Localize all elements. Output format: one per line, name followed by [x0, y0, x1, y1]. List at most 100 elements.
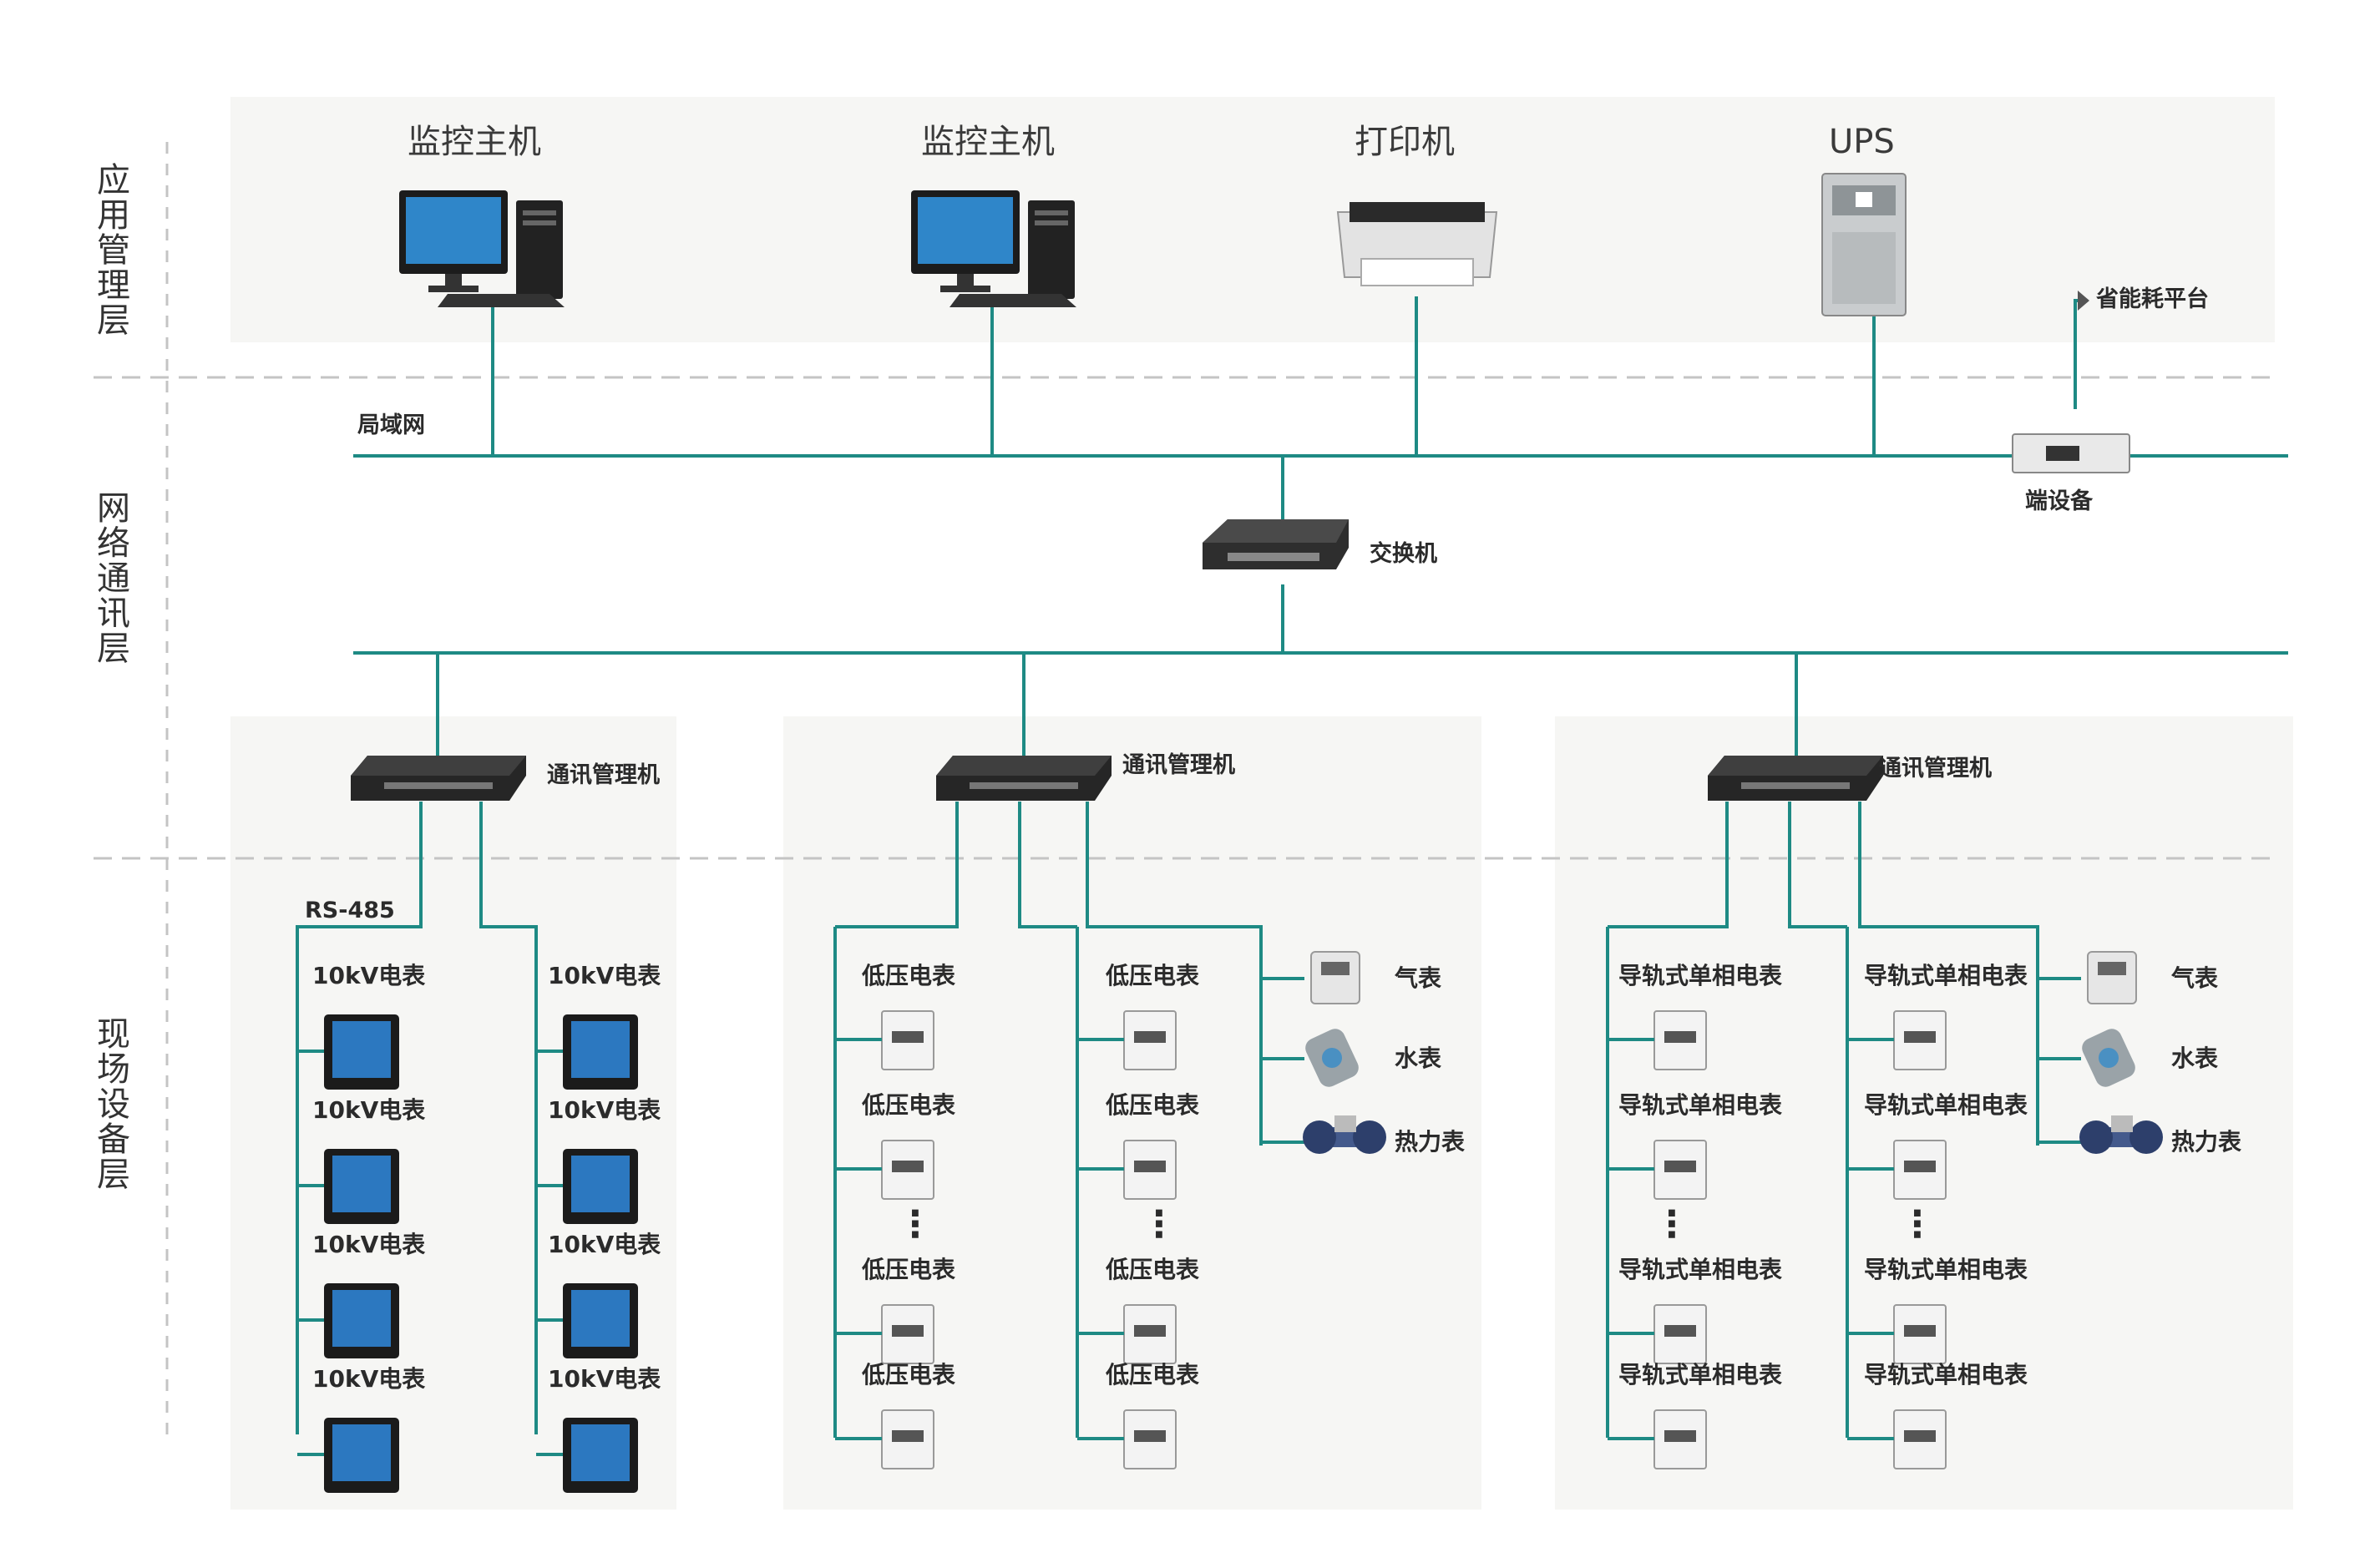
device-label-10kv-meter: 10kV电表	[548, 1096, 661, 1124]
device-label-10kv-meter: 10kV电表	[548, 962, 661, 989]
device-label-meter: 导轨式单相电表	[1864, 1256, 2028, 1283]
device-label-utility-meter: 水表	[1395, 1044, 1442, 1072]
panel-application	[230, 97, 2275, 342]
power-meter-icon	[324, 1418, 399, 1493]
din-meter-icon	[881, 1140, 934, 1200]
ellipsis-icon: ⋮	[897, 1203, 934, 1246]
din-meter-icon	[1893, 1010, 1947, 1070]
device-label-meter: 低压电表	[1106, 1361, 1200, 1388]
rs485-bus-line	[296, 802, 423, 1434]
device-label-meter: 低压电表	[1106, 962, 1200, 989]
device-label-meter: 导轨式单相电表	[1618, 962, 1783, 989]
device-label-10kv-meter: 10kV电表	[548, 1365, 661, 1393]
platform-label: 省能耗平台	[2096, 286, 2209, 312]
gateway-branch-line	[835, 802, 959, 928]
utility-meter-bus-line	[1858, 802, 2039, 1146]
device-label-10kv-meter: 10kV电表	[312, 1365, 426, 1393]
terminal-device-label: 端设备	[2025, 488, 2093, 514]
device-title-printer: 打印机	[1355, 123, 1455, 161]
gateway-label-2: 通讯管理机	[1122, 752, 1235, 778]
layer-label-network: 网络通讯层	[97, 489, 130, 668]
power-meter-icon	[563, 1014, 638, 1090]
ellipsis-icon: ⋮	[1141, 1203, 1177, 1246]
power-meter-icon	[324, 1283, 399, 1358]
din-meter-icon	[1123, 1409, 1177, 1469]
device-title-monitor-host-2: 监控主机	[921, 123, 1055, 161]
terminal-device-icon	[2012, 433, 2130, 473]
device-label-meter: 低压电表	[862, 1091, 956, 1119]
gateway-label-1: 通讯管理机	[547, 762, 660, 788]
gateway-icon	[1708, 756, 1883, 801]
ellipsis-icon: ⋮	[1899, 1203, 1936, 1246]
layer-label-application: 应用管理层	[97, 161, 130, 340]
water-meter-icon	[2082, 1029, 2135, 1087]
din-meter-icon	[1653, 1409, 1707, 1469]
rs485-bus-line	[479, 802, 538, 1434]
din-meter-icon	[1893, 1304, 1947, 1364]
utility-meter-bus-line	[1086, 802, 1263, 1146]
din-meter-icon	[1893, 1409, 1947, 1469]
device-label-10kv-meter: 10kV电表	[312, 1231, 426, 1258]
rs485-label: RS-485	[305, 898, 395, 923]
device-label-10kv-meter: 10kV电表	[312, 962, 426, 989]
din-meter-icon	[1123, 1304, 1177, 1364]
gateway-branch-line	[1608, 802, 1729, 928]
device-label-meter: 导轨式单相电表	[1618, 1361, 1783, 1388]
device-label-meter: 导轨式单相电表	[1864, 1091, 2028, 1119]
device-label-meter: 低压电表	[862, 962, 956, 989]
device-label-meter: 低压电表	[1106, 1091, 1200, 1119]
gateway-icon	[936, 756, 1112, 801]
panel-group-3	[1555, 716, 2293, 1510]
din-meter-icon	[881, 1409, 934, 1469]
device-label-utility-meter: 热力表	[1395, 1128, 1466, 1156]
layer-label-field: 现场设备层	[97, 1015, 130, 1194]
gateway-branch-line	[1788, 802, 1847, 928]
ups-icon	[1821, 173, 1907, 316]
din-meter-icon	[1893, 1140, 1947, 1200]
gas-meter-icon	[1310, 951, 1360, 1004]
power-meter-icon	[324, 1149, 399, 1224]
device-label-10kv-meter: 10kV电表	[312, 1096, 426, 1124]
device-label-utility-meter: 气表	[2171, 964, 2219, 992]
power-meter-icon	[563, 1149, 638, 1224]
device-label-meter: 低压电表	[862, 1361, 956, 1388]
device-label-meter: 导轨式单相电表	[1864, 1361, 2028, 1388]
device-label-utility-meter: 气表	[1395, 964, 1442, 992]
heat-meter-icon	[2079, 1115, 2163, 1154]
computer-icon	[399, 190, 565, 307]
din-meter-icon	[1653, 1304, 1707, 1364]
gas-meter-icon	[2087, 951, 2137, 1004]
gateway-icon	[351, 756, 526, 801]
device-label-utility-meter: 水表	[2171, 1044, 2219, 1072]
computer-icon	[911, 190, 1076, 307]
din-meter-icon	[1653, 1010, 1707, 1070]
device-label-10kv-meter: 10kV电表	[548, 1231, 661, 1258]
device-label-meter: 低压电表	[862, 1256, 956, 1283]
panel-group-1	[230, 716, 676, 1510]
power-meter-icon	[563, 1418, 638, 1493]
gateway-label-3: 通讯管理机	[1879, 756, 1992, 781]
arrow-icon	[2078, 291, 2089, 311]
ellipsis-icon: ⋮	[1653, 1203, 1690, 1246]
din-meter-icon	[1123, 1140, 1177, 1200]
power-meter-icon	[324, 1014, 399, 1090]
device-label-meter: 导轨式单相电表	[1618, 1091, 1783, 1119]
switch-label: 交换机	[1370, 541, 1437, 567]
device-label-meter: 低压电表	[1106, 1256, 1200, 1283]
device-label-utility-meter: 热力表	[2171, 1128, 2242, 1156]
lan-label: 局域网	[357, 412, 425, 438]
gateway-branch-line	[1018, 802, 1077, 928]
printer-icon	[1336, 202, 1498, 286]
device-label-meter: 导轨式单相电表	[1618, 1256, 1783, 1283]
din-meter-icon	[1653, 1140, 1707, 1200]
heat-meter-icon	[1303, 1115, 1386, 1154]
water-meter-icon	[1305, 1029, 1359, 1087]
din-meter-icon	[881, 1304, 934, 1364]
din-meter-icon	[1123, 1010, 1177, 1070]
panel-group-2	[783, 716, 1481, 1510]
power-meter-icon	[563, 1283, 638, 1358]
din-meter-icon	[881, 1010, 934, 1070]
device-title-monitor-host-1: 监控主机	[408, 123, 541, 161]
